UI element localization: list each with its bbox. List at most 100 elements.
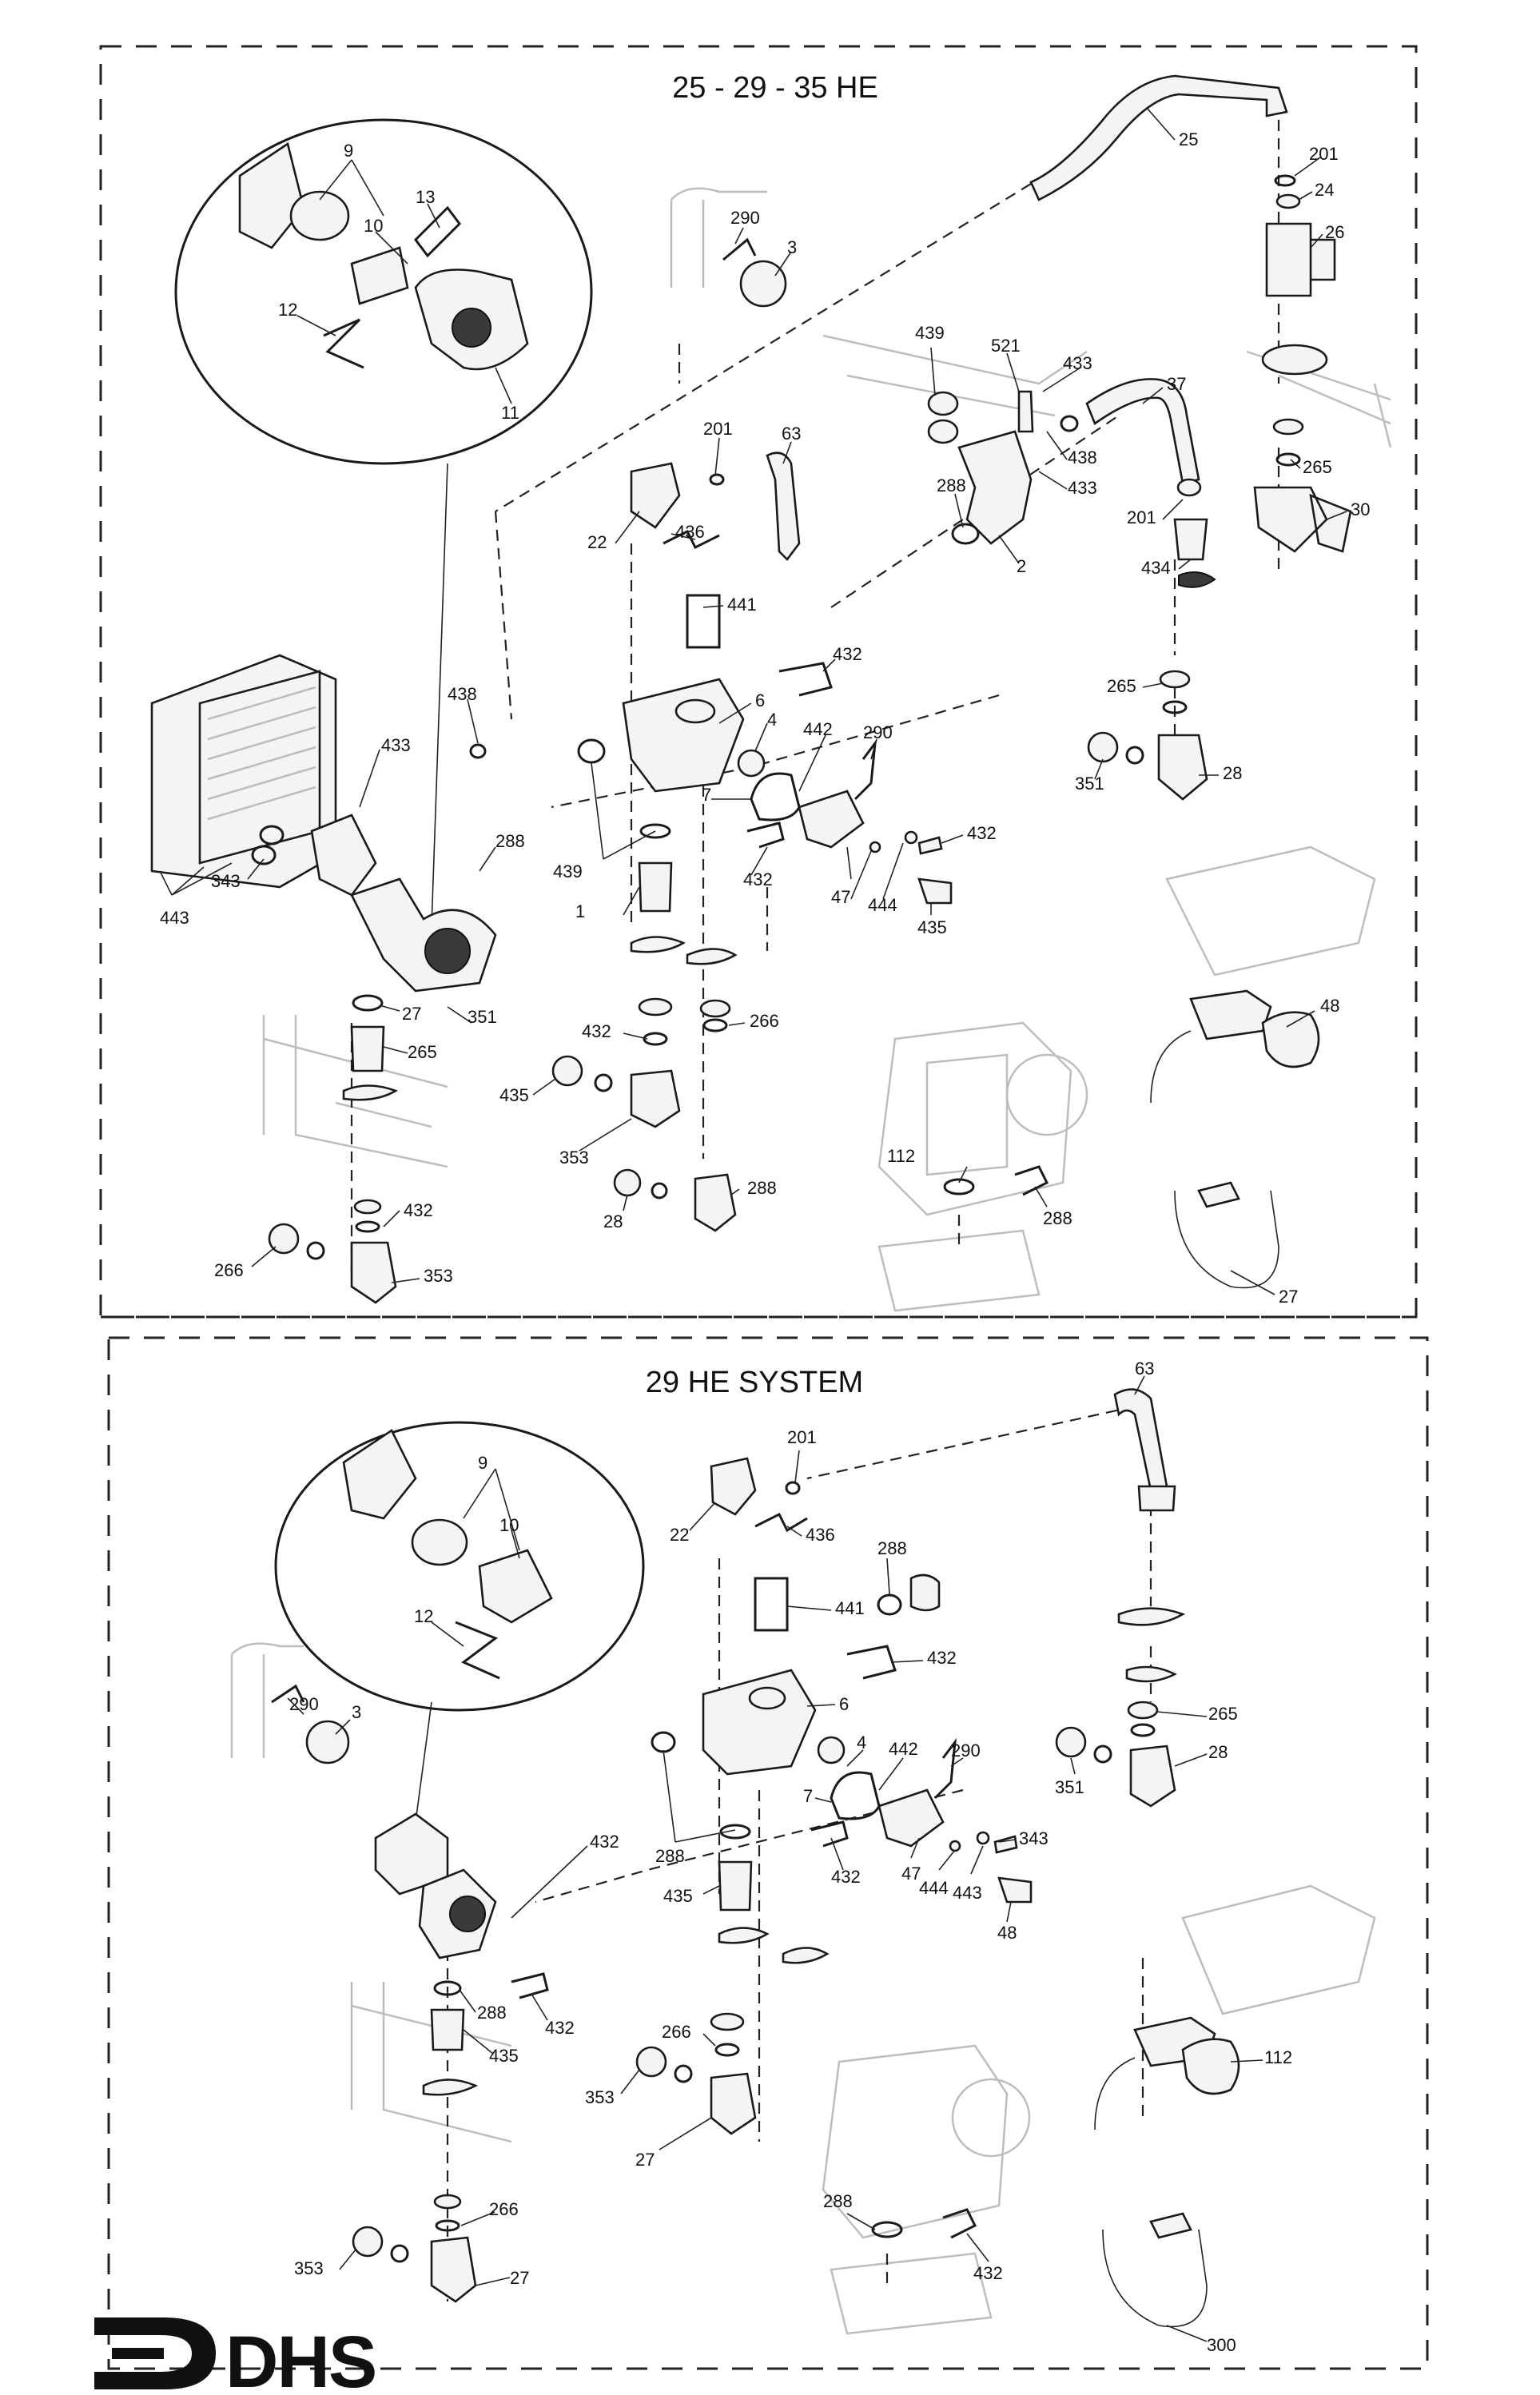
callout-label: 201 — [703, 419, 733, 439]
callout-label: 521 — [991, 336, 1021, 356]
top-callouts: 25 201 24 26 290 3 9 13 10 12 11 439 521… — [160, 129, 1370, 1307]
section-title-top: 25 - 29 - 35 HE — [672, 71, 878, 105]
callout-label: 438 — [1068, 448, 1097, 467]
callout-label: 63 — [1135, 1359, 1154, 1379]
callout-label: 442 — [803, 719, 833, 739]
callout-label: 433 — [381, 735, 411, 755]
callout-label: 442 — [889, 1739, 918, 1759]
callout-label: 432 — [927, 1648, 957, 1668]
callout-label: 37 — [1167, 374, 1186, 394]
callout-label: 28 — [1208, 1742, 1228, 1762]
callout-label: 4 — [767, 710, 777, 730]
callout-label: 47 — [831, 887, 850, 907]
callout-label: 432 — [831, 1867, 861, 1887]
callout-label: 201 — [1309, 144, 1339, 164]
callout-label: 24 — [1315, 180, 1334, 200]
callout-label: 10 — [499, 1515, 519, 1535]
callout-label: 288 — [655, 1846, 685, 1866]
callout-label: 441 — [835, 1598, 865, 1618]
logo-arrow-icon — [94, 2317, 216, 2389]
callout-label: 7 — [702, 785, 711, 805]
callout-label: 27 — [1279, 1287, 1298, 1307]
callout-label: 26 — [1325, 222, 1344, 242]
callout-label: 28 — [1223, 763, 1242, 783]
callout-label: 10 — [364, 216, 383, 236]
callout-label: 439 — [553, 861, 583, 881]
callout-label: 2 — [1017, 556, 1026, 576]
callout-label: 265 — [408, 1042, 437, 1062]
top-section-frame — [99, 45, 1418, 1319]
callout-label: 288 — [877, 1538, 907, 1558]
callout-label: 288 — [477, 2003, 507, 2023]
callout-label: 441 — [727, 595, 757, 615]
callout-label: 343 — [211, 871, 241, 891]
callout-label: 351 — [468, 1007, 497, 1027]
callout-label: 436 — [675, 522, 705, 542]
callout-label: 112 — [887, 1146, 915, 1166]
callout-label: 4 — [857, 1733, 866, 1752]
callout-label: 433 — [1063, 353, 1092, 373]
callout-label: 443 — [953, 1883, 982, 1903]
callout-label: 343 — [1019, 1828, 1049, 1848]
callout-label: 22 — [587, 532, 607, 552]
callout-label: 290 — [863, 722, 893, 742]
callout-label: 25 — [1179, 129, 1198, 149]
callout-label: 435 — [499, 1085, 529, 1105]
callout-label: 444 — [868, 895, 897, 915]
callout-label: 6 — [839, 1694, 849, 1714]
callout-label: 12 — [278, 300, 297, 320]
callout-label: 435 — [489, 2046, 519, 2066]
callout-label: 435 — [917, 917, 947, 937]
callout-label: 27 — [635, 2150, 655, 2170]
bottom-section-artwork — [230, 1388, 1376, 2335]
callout-label: 353 — [294, 2258, 324, 2278]
callout-label: 432 — [973, 2263, 1003, 2283]
callout-label: 432 — [545, 2018, 575, 2038]
callout-label: 351 — [1055, 1777, 1084, 1797]
callout-label: 48 — [1320, 996, 1339, 1016]
callout-label: 13 — [416, 187, 435, 207]
callout-label: 288 — [1043, 1208, 1072, 1228]
callout-label: 290 — [730, 208, 760, 228]
callout-label: 30 — [1351, 499, 1370, 519]
callout-label: 265 — [1303, 457, 1332, 477]
section-frames — [99, 45, 1429, 2370]
callout-label: 433 — [1068, 478, 1097, 498]
leader-lines — [159, 107, 1347, 2342]
callout-label: 22 — [670, 1525, 689, 1545]
callout-label: 353 — [424, 1266, 453, 1286]
callout-label: 48 — [997, 1923, 1017, 1943]
callout-label: 353 — [585, 2087, 615, 2107]
callout-label: 288 — [937, 475, 966, 495]
callout-label: 439 — [915, 323, 945, 343]
callout-label: 265 — [1107, 676, 1136, 696]
callout-label: 201 — [1127, 507, 1156, 527]
callout-label: 11 — [501, 403, 519, 423]
callout-label: 266 — [489, 2199, 519, 2219]
callout-label: 266 — [214, 1260, 244, 1280]
callout-label: 266 — [750, 1011, 779, 1031]
dhs-logo: DHS — [94, 2317, 377, 2395]
section-title-bottom: 29 HE SYSTEM — [646, 1366, 863, 1399]
callout-label: 444 — [919, 1878, 949, 1898]
callout-label: 300 — [1207, 2335, 1236, 2355]
callout-label: 288 — [747, 1178, 777, 1198]
callout-label: 438 — [448, 684, 477, 704]
callout-label: 6 — [755, 690, 765, 710]
callout-label: 351 — [1075, 774, 1104, 794]
callout-label: 443 — [160, 908, 189, 928]
callout-label: 28 — [603, 1211, 623, 1231]
callout-label: 3 — [787, 237, 797, 257]
callout-label: 434 — [1141, 558, 1171, 578]
callout-label: 432 — [833, 644, 862, 664]
callout-label: 47 — [901, 1864, 921, 1884]
callout-label: 112 — [1264, 2047, 1292, 2067]
callout-label: 27 — [510, 2268, 529, 2288]
bottom-section-frame — [107, 1336, 1429, 2370]
callout-label: 265 — [1208, 1704, 1238, 1724]
callout-label: 3 — [352, 1702, 361, 1722]
detail-inset-oval — [174, 118, 593, 465]
callout-label: 1 — [575, 901, 585, 921]
callout-label: 9 — [344, 141, 353, 161]
